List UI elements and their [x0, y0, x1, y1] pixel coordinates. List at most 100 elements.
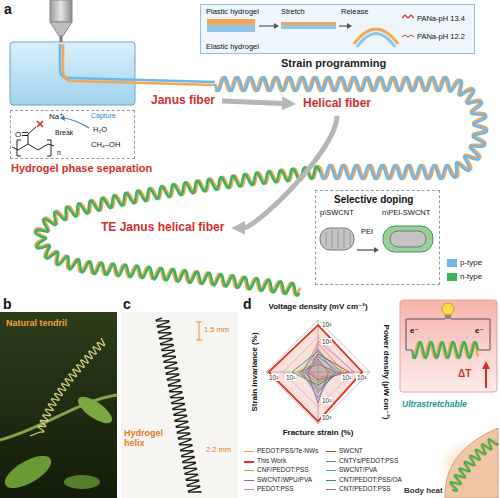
inset-box: Selective dopingp\SWCNTPEIn\PEI-SWCNT: [315, 190, 440, 285]
inset-box: Strain programmingPlastic hydrogelElasti…: [200, 4, 475, 54]
inset-text: PANa-pH 12.2: [417, 33, 465, 42]
axis-tick: 10²: [356, 374, 367, 381]
legend-line: [244, 480, 254, 481]
photo-ground: [0, 312, 117, 498]
axis-title: Fracture strain (%): [283, 428, 354, 437]
inset-ground: [200, 4, 475, 54]
legend-text: SWCNT/PVA: [339, 466, 377, 473]
syringe-barrel: [50, 0, 72, 22]
repeat-bracket: [17, 140, 51, 156]
stage-label: Helical fiber: [300, 96, 374, 112]
inset-text: p\SWCNT: [320, 209, 354, 218]
dimension: 1.5 mm: [204, 326, 229, 335]
te-device-helix: [412, 342, 478, 358]
legend-text: CNT/PEDOT:PSS: [339, 485, 391, 492]
inset-text: PANa-pH 13.4: [417, 15, 465, 24]
chem-text: n: [57, 149, 61, 157]
legend-line: [326, 461, 336, 462]
axis-tick: 10²: [321, 397, 332, 404]
radar-series: [269, 325, 363, 421]
legend-line: [326, 470, 336, 471]
chem-text: Break: [55, 129, 73, 137]
legend-text: CNF/PEDOT:PSS: [257, 466, 309, 473]
legend-line: [244, 461, 254, 463]
legend-text: PEDOT:PSS: [257, 485, 293, 492]
coagulation-bath: [10, 42, 135, 105]
axis-tick: 10²: [321, 321, 332, 328]
stretched-plastic: [281, 22, 336, 25]
legend-text: p-type: [460, 258, 482, 267]
swcnt-tube: [390, 231, 426, 247]
chem-text: H₂O: [93, 126, 107, 135]
step-arrow: [339, 25, 347, 26]
axis-tick: 10²: [268, 374, 279, 381]
pei-coating: [383, 226, 433, 252]
photo-caption: Hydrogel helix: [124, 428, 170, 449]
stretched-elastic: [281, 25, 336, 29]
chem-text: Capture: [91, 112, 116, 120]
stage-label: Janus fiber: [148, 93, 218, 109]
feature-caption: Ultrastretchable: [402, 400, 467, 410]
panel-letter: d: [243, 296, 252, 312]
inset-text: Release: [341, 8, 369, 17]
gradient-arrow-head: [482, 361, 490, 369]
feature-caption: Body heat: [404, 486, 443, 495]
radar-axis: [266, 320, 370, 424]
capture-arrow: [64, 118, 89, 128]
janus-fiber-o: [63, 44, 215, 85]
legend-line: [244, 489, 254, 490]
plastic-layer: [207, 19, 255, 25]
janus-helix: [215, 77, 487, 179]
hydrogel-helix: [156, 318, 201, 493]
legend-swatch: [447, 259, 457, 267]
inset-text: n\PEI-SWCNT: [382, 209, 430, 218]
chain-icon: [402, 15, 414, 18]
helix-layer: [35, 77, 498, 494]
axis-title: Power density (μW cm⁻²): [381, 325, 390, 420]
stage-text: Janus fiber: [151, 94, 215, 108]
chem-text: CH₃–OH: [91, 141, 120, 150]
legend-line: [326, 489, 336, 490]
leaf: [64, 475, 100, 489]
step-arrow-head: [347, 23, 352, 29]
legend-swatch: [447, 273, 457, 281]
panel-letter: b: [3, 296, 12, 312]
bulb: [442, 303, 454, 315]
inset-title: Hydrogel phase separation: [11, 162, 152, 175]
radar-polygon: [300, 364, 336, 393]
dimension: 2.2 mm: [206, 446, 231, 455]
axis-tick: 10¹: [285, 374, 296, 381]
polymer-backbone: [12, 144, 54, 150]
inset-box: Hydrogel phase separationNa⁺BreakCapture…: [10, 110, 135, 159]
inset-text: Plastic hydrogel: [206, 8, 259, 17]
inset-title: Strain programming: [281, 57, 386, 70]
doping-arrow: [357, 249, 374, 250]
janus-fiber-p: [60, 44, 215, 82]
panel-letter: c: [123, 296, 131, 312]
chem-text: Na⁺: [49, 112, 63, 121]
legend-line: [244, 470, 254, 471]
legend-text: CNT/PEDOT:PSS/OA: [339, 476, 402, 483]
stage-text: Helical fiber: [303, 97, 371, 111]
elastic-layer: [207, 25, 255, 32]
legend-text: This Work: [257, 457, 286, 464]
photo-caption: Natural tendril: [6, 318, 67, 328]
electron-label: e⁻: [410, 326, 419, 335]
break-cross: [37, 121, 43, 127]
tendril-coil: [38, 338, 105, 432]
leaf: [0, 449, 56, 494]
wire: [451, 319, 490, 350]
te-ground: [400, 300, 497, 392]
tube-lattice: [326, 230, 350, 248]
te-helix: [35, 166, 319, 295]
axis-title: Strain invariance (%): [250, 332, 259, 411]
legend-text: SWCNT/WPU/PVA: [257, 476, 312, 483]
tendril-lead: [30, 432, 40, 436]
axis-tick: 10¹: [341, 374, 352, 381]
inset-text: Elastic hydrogel: [206, 43, 259, 52]
arm: [445, 428, 498, 498]
panel-letter: a: [4, 1, 12, 17]
carboxylate-bond: [22, 127, 36, 144]
